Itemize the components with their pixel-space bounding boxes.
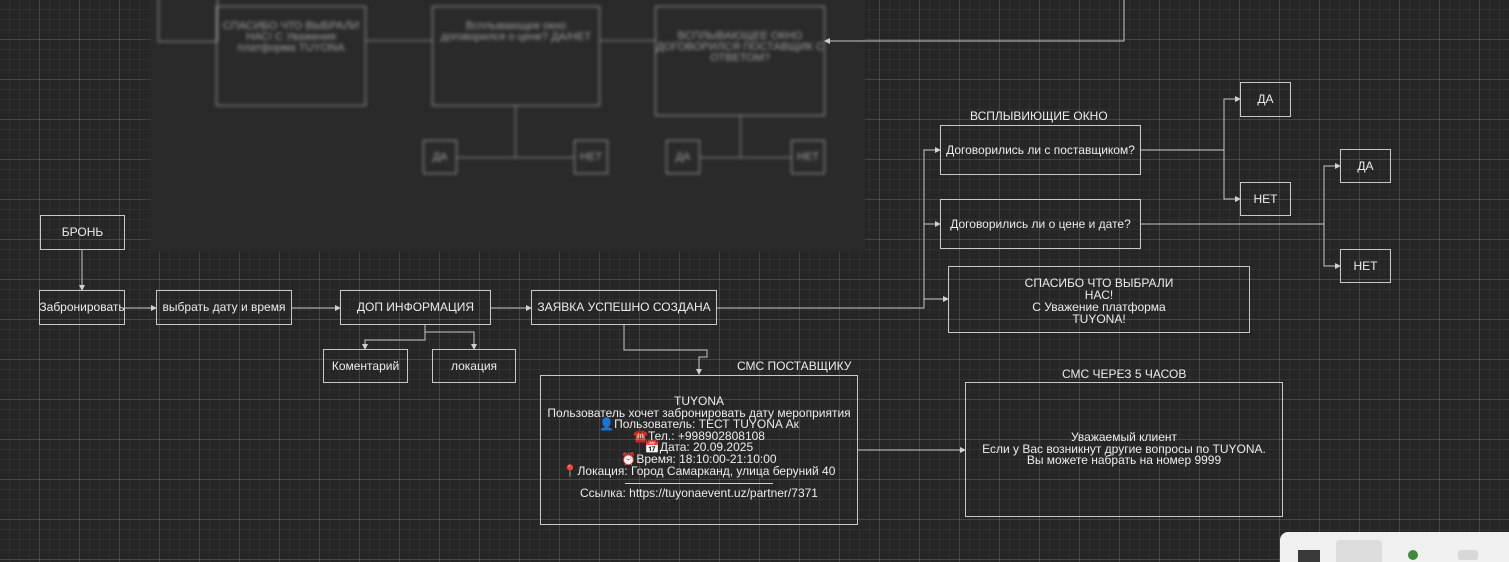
sms-divider	[625, 483, 773, 485]
blurred-no-2: НЕТ	[791, 140, 825, 174]
node-zayavka[interactable]: ЗАЯВКА УСПЕШНО СОЗДАНА	[531, 290, 717, 325]
sms5-line-2: Если у Вас возникнут другие вопросы по T…	[982, 441, 1266, 456]
sms-link: Ссылка: https://tuyonaevent.uz/partner/7…	[580, 486, 818, 501]
edge-q2-net	[1323, 224, 1341, 269]
thanks-line-1: СПАСИБО ЧТО ВЫБРАЛИ	[1024, 276, 1174, 290]
sms5-line-1: Уважаемый клиент	[1070, 430, 1178, 444]
thanks-line-3: С Уважение платформа	[1032, 300, 1166, 314]
node-lokatsiya[interactable]: локация	[432, 349, 516, 383]
blurred-yes-2: ДА	[666, 140, 700, 174]
edge-dop-komentariy	[362, 325, 426, 350]
edge-q2-da	[1141, 163, 1341, 225]
edge-dop-lokatsiya	[424, 325, 477, 350]
blurred-no-1: НЕТ	[574, 140, 608, 174]
active-tab[interactable]	[1336, 540, 1382, 562]
edge-q1-net	[1223, 150, 1241, 202]
sms-location: 📍Локация: Город Самарканд, улица беруний…	[562, 463, 836, 478]
node-komentariy[interactable]: Коментарий	[323, 349, 408, 383]
blurred-connector	[700, 157, 791, 158]
node-net-2[interactable]: НЕТ	[1340, 249, 1391, 283]
edge-q1-da	[1141, 96, 1241, 151]
blurred-box-left-edge	[158, 0, 218, 42]
edge-top-right	[824, 0, 1125, 44]
blurred-connector	[600, 40, 655, 41]
node-question-supplier[interactable]: Договорились ли с поставщиком?	[940, 125, 1141, 175]
blurred-box-popup-price: Всплывающее окно договорился о цене? ДА/…	[432, 6, 600, 106]
node-da-2[interactable]: ДА	[1340, 149, 1391, 183]
sms-line-1: Пользователь хочет забронировать дату ме…	[547, 405, 851, 420]
blurred-box-thanks: СПАСИБО ЧТО ВЫБРАЛИ НАС! С Уважения плат…	[216, 6, 366, 106]
sms-phone: ☎️Тел.: +998902808108	[633, 428, 765, 443]
sms5-line-3: Вы можете набрать на номер 9999	[1026, 453, 1222, 468]
sms-title: TUYONA	[673, 394, 724, 408]
node-sms-5h[interactable]: Уважаемый клиент Если у Вас возникнут др…	[965, 382, 1283, 517]
blurred-connector	[515, 106, 516, 158]
blurred-connector	[740, 116, 741, 158]
blurred-connector	[366, 40, 432, 41]
label-popup-window: ВСПЛЫВИЮЩИЕ ОКНО	[970, 109, 1108, 123]
taskbar-fragment	[1280, 532, 1509, 562]
node-bron[interactable]: БРОНЬ	[40, 215, 125, 250]
app-icon[interactable]	[1408, 550, 1418, 560]
node-vybrat-datu[interactable]: выбрать дату и время	[156, 290, 292, 325]
blurred-connector	[457, 157, 574, 158]
blurred-background-diagram: СПАСИБО ЧТО ВЫБРАЛИ НАС! С Уважения плат…	[150, 0, 865, 252]
edge-zayavka-q1	[717, 147, 941, 309]
sms-user: 👤Пользователь: ТЕСТ TUYONA Ак	[599, 417, 799, 432]
node-sms-supplier[interactable]: TUYONA Пользователь хочет забронировать …	[540, 375, 858, 525]
window-icon[interactable]	[1298, 550, 1320, 562]
thanks-line-4: TUYONA!	[1072, 312, 1126, 326]
label-sms-5h: СМС ЧЕРЕЗ 5 ЧАСОВ	[1062, 367, 1187, 381]
edge-zayavka-sms	[623, 325, 708, 375]
blurred-box-popup-supplier: ВСПЛЫВАЮЩЕЕ ОКНО ДОГОВОРИЛСЯ ПОСТАВЩИК С…	[655, 6, 825, 116]
sms-time: ⏰Время: 18:10:00-21:10:00	[621, 451, 777, 466]
label-sms-supplier: СМС ПОСТАВЩИКУ	[737, 359, 852, 373]
node-thanks[interactable]: СПАСИБО ЧТО ВЫБРАЛИ НАС! С Уважение плат…	[948, 266, 1250, 333]
thanks-line-2: НАС!	[1084, 288, 1114, 302]
tray-icon[interactable]	[1458, 550, 1478, 560]
sms-date: 📅Дата: 20.09.2025	[644, 440, 754, 455]
blurred-yes-1: ДА	[423, 140, 457, 174]
node-dop-info[interactable]: ДОП ИНФОРМАЦИЯ	[340, 290, 491, 325]
node-net-1[interactable]: НЕТ	[1240, 182, 1291, 216]
node-da-1[interactable]: ДА	[1240, 82, 1291, 117]
node-zabronirovat[interactable]: Забронировать	[39, 290, 125, 325]
node-question-price[interactable]: Договорились ли о цене и дате?	[940, 199, 1141, 249]
